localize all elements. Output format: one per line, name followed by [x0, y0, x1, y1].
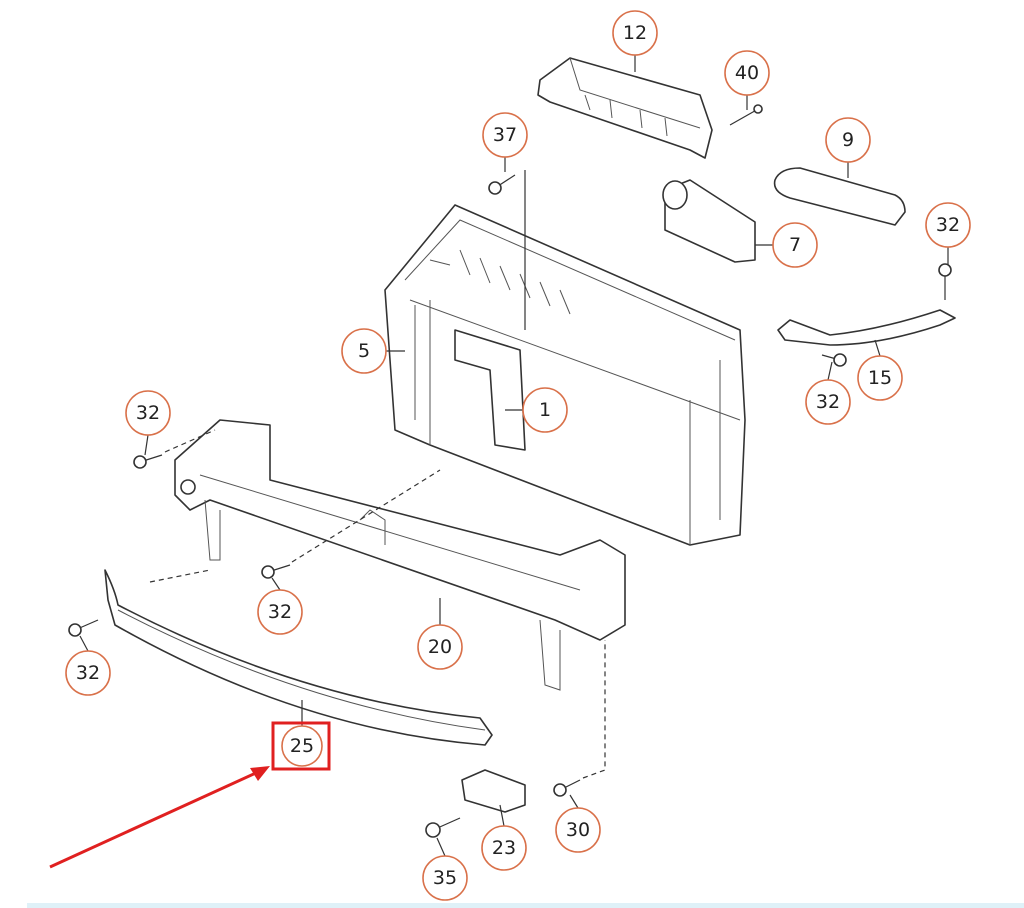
part-7-duct — [662, 179, 756, 263]
callout-20[interactable]: 20 — [417, 624, 463, 670]
bottom-band — [27, 903, 1024, 908]
part-32-screw-lower-left — [68, 619, 99, 637]
callout-label: 12 — [623, 22, 647, 44]
callout-label: 32 — [136, 402, 160, 424]
callout-label: 37 — [493, 124, 517, 146]
callout-label: 30 — [566, 819, 590, 841]
callout-label: 1 — [539, 399, 551, 421]
callout-23[interactable]: 23 — [481, 825, 527, 871]
callout-label: 7 — [789, 234, 801, 256]
leader-lines — [79, 55, 949, 857]
callout-32-top-right[interactable]: 32 — [925, 202, 971, 248]
callout-7[interactable]: 7 — [772, 222, 818, 268]
callout-label: 32 — [76, 662, 100, 684]
part-15-strut — [777, 309, 956, 346]
part-9-cover — [773, 167, 906, 226]
part-32-screw-middle — [261, 469, 441, 579]
part-40-screw — [729, 104, 763, 126]
callout-1[interactable]: 1 — [522, 387, 568, 433]
callout-15[interactable]: 15 — [857, 355, 903, 401]
callout-32-middle[interactable]: 32 — [257, 589, 303, 635]
callout-32-upper-left[interactable]: 32 — [125, 390, 171, 436]
callout-40[interactable]: 40 — [724, 50, 770, 96]
part-32-screw-upper-left — [133, 429, 216, 469]
callout-label: 35 — [433, 867, 457, 889]
part-37-screw — [488, 174, 516, 195]
part-32-screw-top-right — [938, 263, 952, 300]
part-30-screw — [553, 640, 606, 797]
callout-label: 5 — [358, 340, 370, 362]
callout-label: 32 — [268, 601, 292, 623]
callout-label: 25 — [290, 735, 314, 757]
callout-label: 32 — [816, 391, 840, 413]
highlighted-callout-25[interactable]: 25 — [271, 721, 331, 771]
callout-label: 15 — [868, 367, 892, 389]
red-arrow — [49, 766, 270, 869]
callout-37[interactable]: 37 — [482, 112, 528, 158]
part-25-impact-absorber — [104, 569, 493, 746]
part-23-bracket — [461, 769, 526, 813]
callout-label: 40 — [735, 62, 759, 84]
callout-32-right[interactable]: 32 — [805, 379, 851, 425]
part-20-bumper-reinforcement — [174, 419, 626, 691]
callout-label: 20 — [428, 636, 452, 658]
callout-30[interactable]: 30 — [555, 807, 601, 853]
callout-12[interactable]: 12 — [612, 10, 658, 56]
callout-label: 23 — [492, 837, 516, 859]
callout-9[interactable]: 9 — [825, 117, 871, 163]
part-35-screw — [425, 817, 461, 838]
callout-label: 32 — [936, 214, 960, 236]
callout-label: 9 — [842, 129, 854, 151]
callout-35[interactable]: 35 — [422, 855, 468, 901]
callout-5[interactable]: 5 — [341, 328, 387, 374]
part-32-screw-right — [821, 353, 847, 367]
part-5-lock-carrier — [384, 170, 746, 546]
callout-32-lower-left[interactable]: 32 — [65, 650, 111, 696]
part-12-bracket — [537, 57, 713, 159]
